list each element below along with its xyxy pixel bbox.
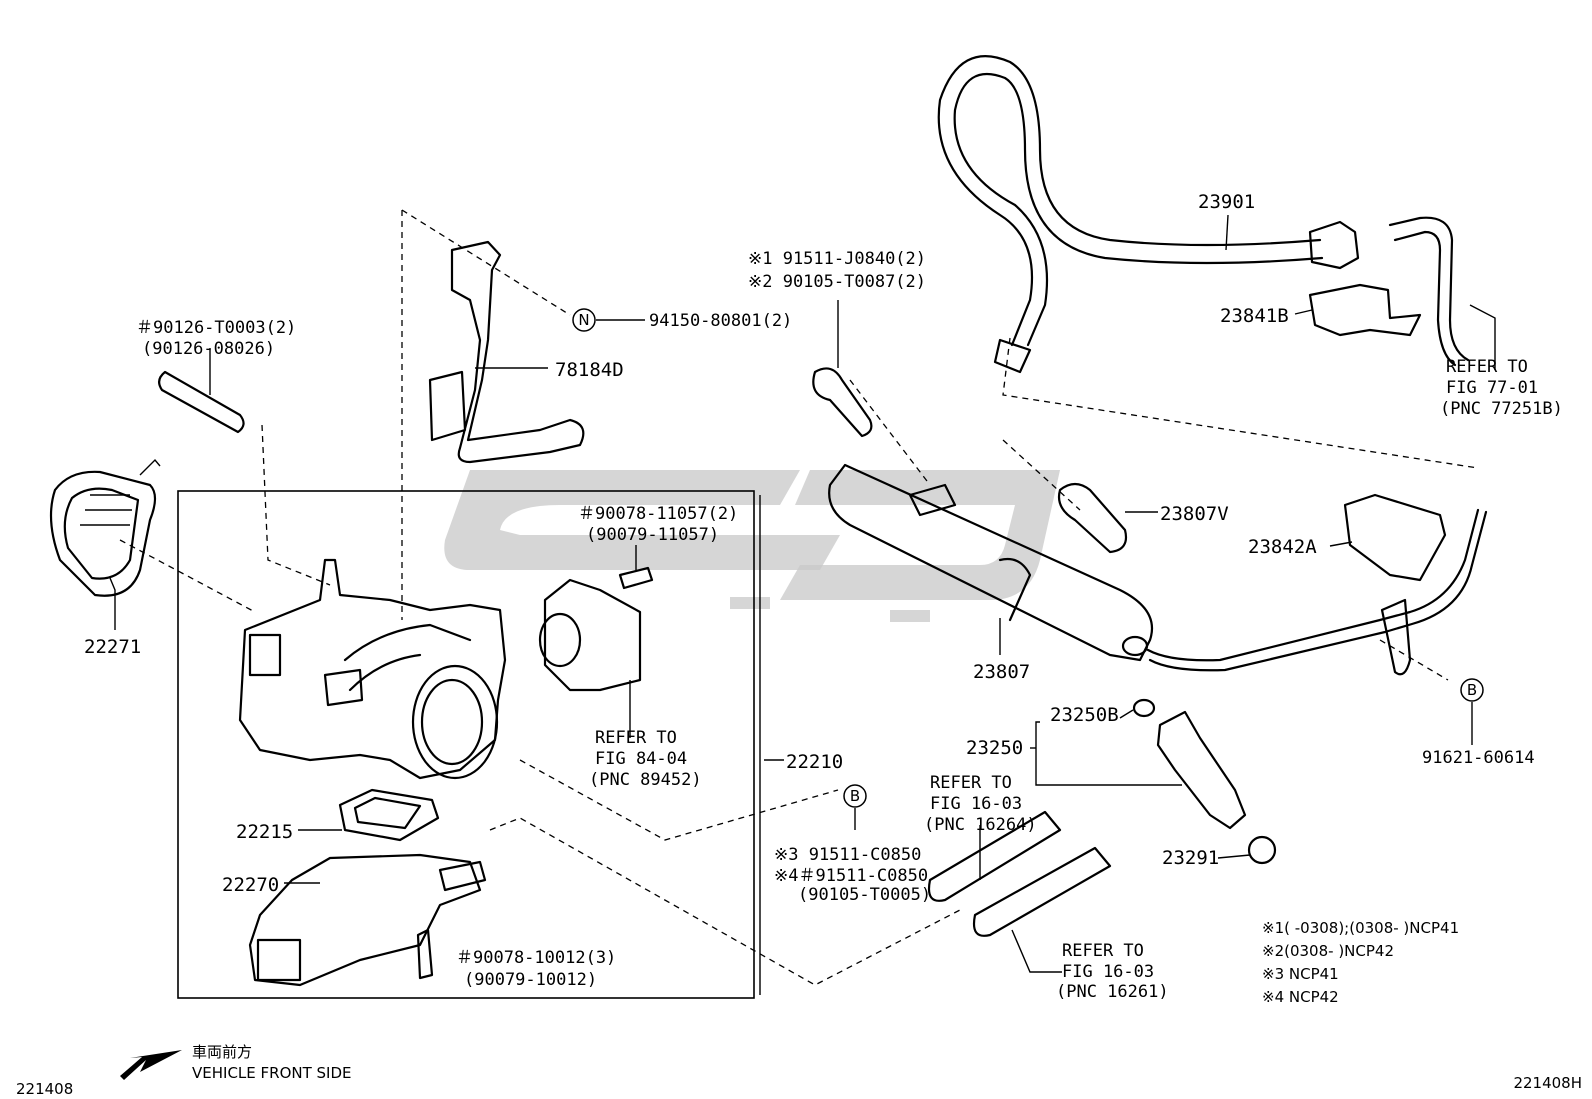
- hose-16261: [972, 846, 1112, 937]
- label-91621: 91621-60614: [1422, 748, 1535, 768]
- gasket-22215: [338, 788, 440, 842]
- note-3: ※3 NCP41: [1262, 965, 1339, 983]
- label-22271: 22271: [84, 636, 141, 658]
- label-c0850-4: ※4＃91511-C0850: [774, 866, 928, 886]
- label-ref77-2: FIG 77-01: [1446, 378, 1538, 398]
- assembly-22210-box: [177, 490, 755, 999]
- label-22210: 22210: [786, 751, 843, 773]
- label-23807v: 23807V: [1160, 503, 1229, 525]
- label-22215: 22215: [236, 821, 293, 843]
- label-23841b: 23841B: [1220, 305, 1289, 327]
- gasket-mesh: [80, 458, 161, 526]
- label-90079-10012: (90079-10012): [464, 970, 597, 990]
- label-ref84-3: (PNC 89452): [589, 770, 702, 790]
- cap-23807v: [1057, 482, 1128, 554]
- notes: ※1( -0308);(0308- )NCP41 ※2(0308- )NCP42…: [1262, 919, 1459, 1006]
- figure-id-left: 221408: [16, 1080, 73, 1098]
- injector-23250: [1132, 698, 1277, 865]
- label-22270: 22270: [222, 874, 279, 896]
- label-90078-11057: ＃90078-11057(2): [578, 504, 738, 524]
- fuel-rail-23807: [828, 463, 1154, 662]
- label-ref1603b-3: (PNC 16261): [1056, 982, 1169, 1002]
- note-1: ※1( -0308);(0308- )NCP41: [1262, 919, 1459, 937]
- label-ref77-1: REFER TO: [1446, 357, 1528, 377]
- label-ref84-2: FIG 84-04: [595, 749, 687, 769]
- note-2: ※2(0308- )NCP42: [1262, 942, 1394, 960]
- throttle-body-22210: [238, 558, 507, 780]
- label-ref1603b-1: REFER TO: [1062, 941, 1144, 961]
- clip-23841b: [1308, 283, 1422, 337]
- svg-text:N: N: [578, 311, 589, 329]
- label-23842a: 23842A: [1248, 536, 1317, 558]
- front-direction-arrow-icon: [120, 1050, 182, 1080]
- iac-valve-22270: [248, 853, 487, 987]
- fuel-pipe: [1146, 508, 1488, 672]
- label-23291: 23291: [1162, 847, 1219, 869]
- direction-jp: 車両前方: [192, 1043, 252, 1061]
- hose-16264: [927, 810, 1062, 902]
- label-23901: 23901: [1198, 191, 1255, 213]
- gasket-22271: [49, 470, 157, 597]
- marker-n: N: [572, 308, 596, 332]
- figure-id-right: 221408H: [1513, 1074, 1582, 1092]
- dashed-guides: [119, 209, 1479, 986]
- hose-23901: [937, 55, 1360, 374]
- label-78184d: 78184D: [555, 359, 624, 381]
- sensor-port: [538, 612, 582, 668]
- svg-text:B: B: [850, 787, 860, 805]
- label-ref1603a-3: (PNC 16264): [924, 815, 1037, 835]
- screw-90078-11057: [618, 566, 654, 590]
- label-90126-t0003: ＃90126-T0003(2): [136, 318, 296, 338]
- bracket-78184d: [428, 240, 585, 464]
- label-c0850-3: ※3 91511-C0850: [774, 845, 921, 865]
- label-91511-j0840: ※1 91511-J0840(2): [748, 249, 926, 269]
- leader-lines: [109, 214, 1496, 995]
- label-90126-08026: (90126-08026): [142, 339, 275, 359]
- pipe-77-01: [1388, 216, 1470, 367]
- note-4: ※4 NCP42: [1262, 988, 1339, 1006]
- label-ref1603a-1: REFER TO: [930, 773, 1012, 793]
- label-23250: 23250: [966, 737, 1023, 759]
- marker-b-1: B: [843, 784, 867, 808]
- stud-90126: [158, 370, 245, 434]
- marker-b-2: B: [1460, 678, 1484, 702]
- label-90079-11057: (90079-11057): [586, 525, 719, 545]
- label-90105-t0087: ※2 90105-T0087(2): [748, 272, 926, 292]
- svg-text:B: B: [1467, 681, 1477, 699]
- label-ref1603b-2: FIG 16-03: [1062, 962, 1154, 982]
- part-labels: ＃90126-T0003(2) (90126-08026) 22271 7818…: [84, 191, 1563, 1002]
- label-23807: 23807: [973, 661, 1030, 683]
- label-t0005: (90105-T0005): [798, 885, 931, 905]
- sensor-89452: [543, 578, 642, 692]
- direction-en: VEHICLE FRONT SIDE: [192, 1064, 352, 1082]
- label-94150: 94150-80801(2): [649, 311, 792, 331]
- bolt-91511-j0840: [812, 367, 873, 438]
- label-23250b: 23250B: [1050, 704, 1119, 726]
- label-ref1603a-2: FIG 16-03: [930, 794, 1022, 814]
- screw-90078-10012: [416, 928, 434, 980]
- watermark-logo: [444, 470, 1060, 622]
- clamp-23842a: [1343, 493, 1447, 582]
- label-ref77-3: (PNC 77251B): [1440, 399, 1563, 419]
- label-ref84-1: REFER TO: [595, 728, 677, 748]
- pipe-bracket: [1380, 598, 1412, 676]
- label-90078-10012: ＃90078-10012(3): [456, 948, 616, 968]
